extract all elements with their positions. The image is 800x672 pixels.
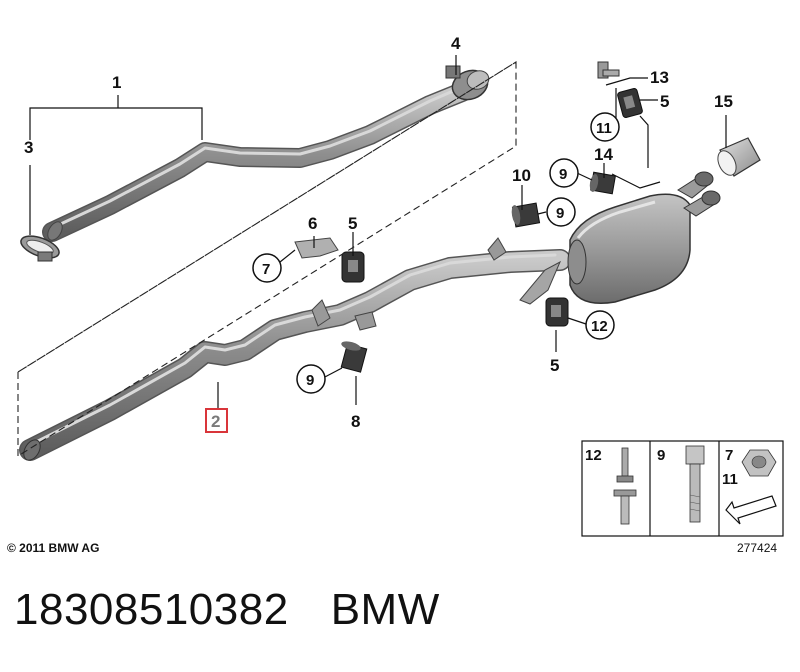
leader-lines <box>29 55 727 408</box>
part-caption: 18308510382 BMW <box>14 585 440 635</box>
callout-5-upper: 5 <box>660 92 669 111</box>
rear-muffler <box>567 171 721 304</box>
callout-11-circle <box>590 112 620 142</box>
callout-7: 7 <box>262 261 270 278</box>
legend-label-11: 11 <box>722 471 738 488</box>
callout-7-circle <box>252 253 282 283</box>
tail-trim <box>717 137 761 177</box>
clamp-front <box>20 235 60 262</box>
callout-1: 1 <box>112 73 121 92</box>
bolt-icon <box>685 445 705 523</box>
rubber-mount-middle <box>341 251 365 283</box>
bolt-13 <box>597 61 620 79</box>
legend-label-7: 7 <box>725 447 733 464</box>
rubber-mount-upper <box>617 88 643 118</box>
callout-3: 3 <box>24 138 33 157</box>
callout-5-middle: 5 <box>348 214 357 233</box>
callout-12: 12 <box>591 318 608 335</box>
callout-4: 4 <box>451 34 461 53</box>
callout-15: 15 <box>714 92 733 111</box>
callout-9-lower-circle <box>296 364 326 394</box>
callout-5-lower: 5 <box>550 356 559 375</box>
legend-label-9: 9 <box>657 447 665 464</box>
callout-9-lower: 9 <box>306 372 314 389</box>
center-pipe <box>19 237 571 461</box>
isolator-14 <box>589 171 616 195</box>
callout-10: 10 <box>512 166 531 185</box>
rubber-mount-lower <box>545 297 569 327</box>
callout-14: 14 <box>594 145 613 164</box>
isolator-8 <box>340 341 368 373</box>
exhaust-diagram: 1 3 4 6 5 8 10 14 13 5 15 5 2 7 9 9 9 11… <box>17 34 784 537</box>
bracket-6 <box>294 237 339 259</box>
callout-8: 8 <box>351 412 360 431</box>
part-number: 18308510382 <box>14 585 289 634</box>
callout-9-upper-circle <box>549 158 579 188</box>
nut-icon <box>741 449 777 477</box>
callout-9-middle-circle <box>546 197 576 227</box>
brand-name: BMW <box>330 585 440 634</box>
stud-icon <box>613 447 637 525</box>
callout-11: 11 <box>596 120 612 137</box>
legend-label-12: 12 <box>585 447 602 464</box>
callout-12-circle <box>585 310 615 340</box>
assembly-outline <box>17 61 517 457</box>
hardware-legend: 12 9 7 11 <box>581 440 784 537</box>
callout-6: 6 <box>308 214 317 233</box>
callout-9-upper: 9 <box>559 166 567 183</box>
callout-9-middle: 9 <box>556 205 564 222</box>
callout-13: 13 <box>650 68 669 87</box>
callout-2: 2 <box>211 412 220 431</box>
front-pipe <box>42 82 472 242</box>
arrow-icon <box>725 495 777 525</box>
isolator-10 <box>511 202 541 228</box>
illustration-number: 277424 <box>737 541 778 555</box>
copyright-notice: © 2011 BMW AG <box>7 541 100 555</box>
callout-2-highlight <box>205 408 228 433</box>
